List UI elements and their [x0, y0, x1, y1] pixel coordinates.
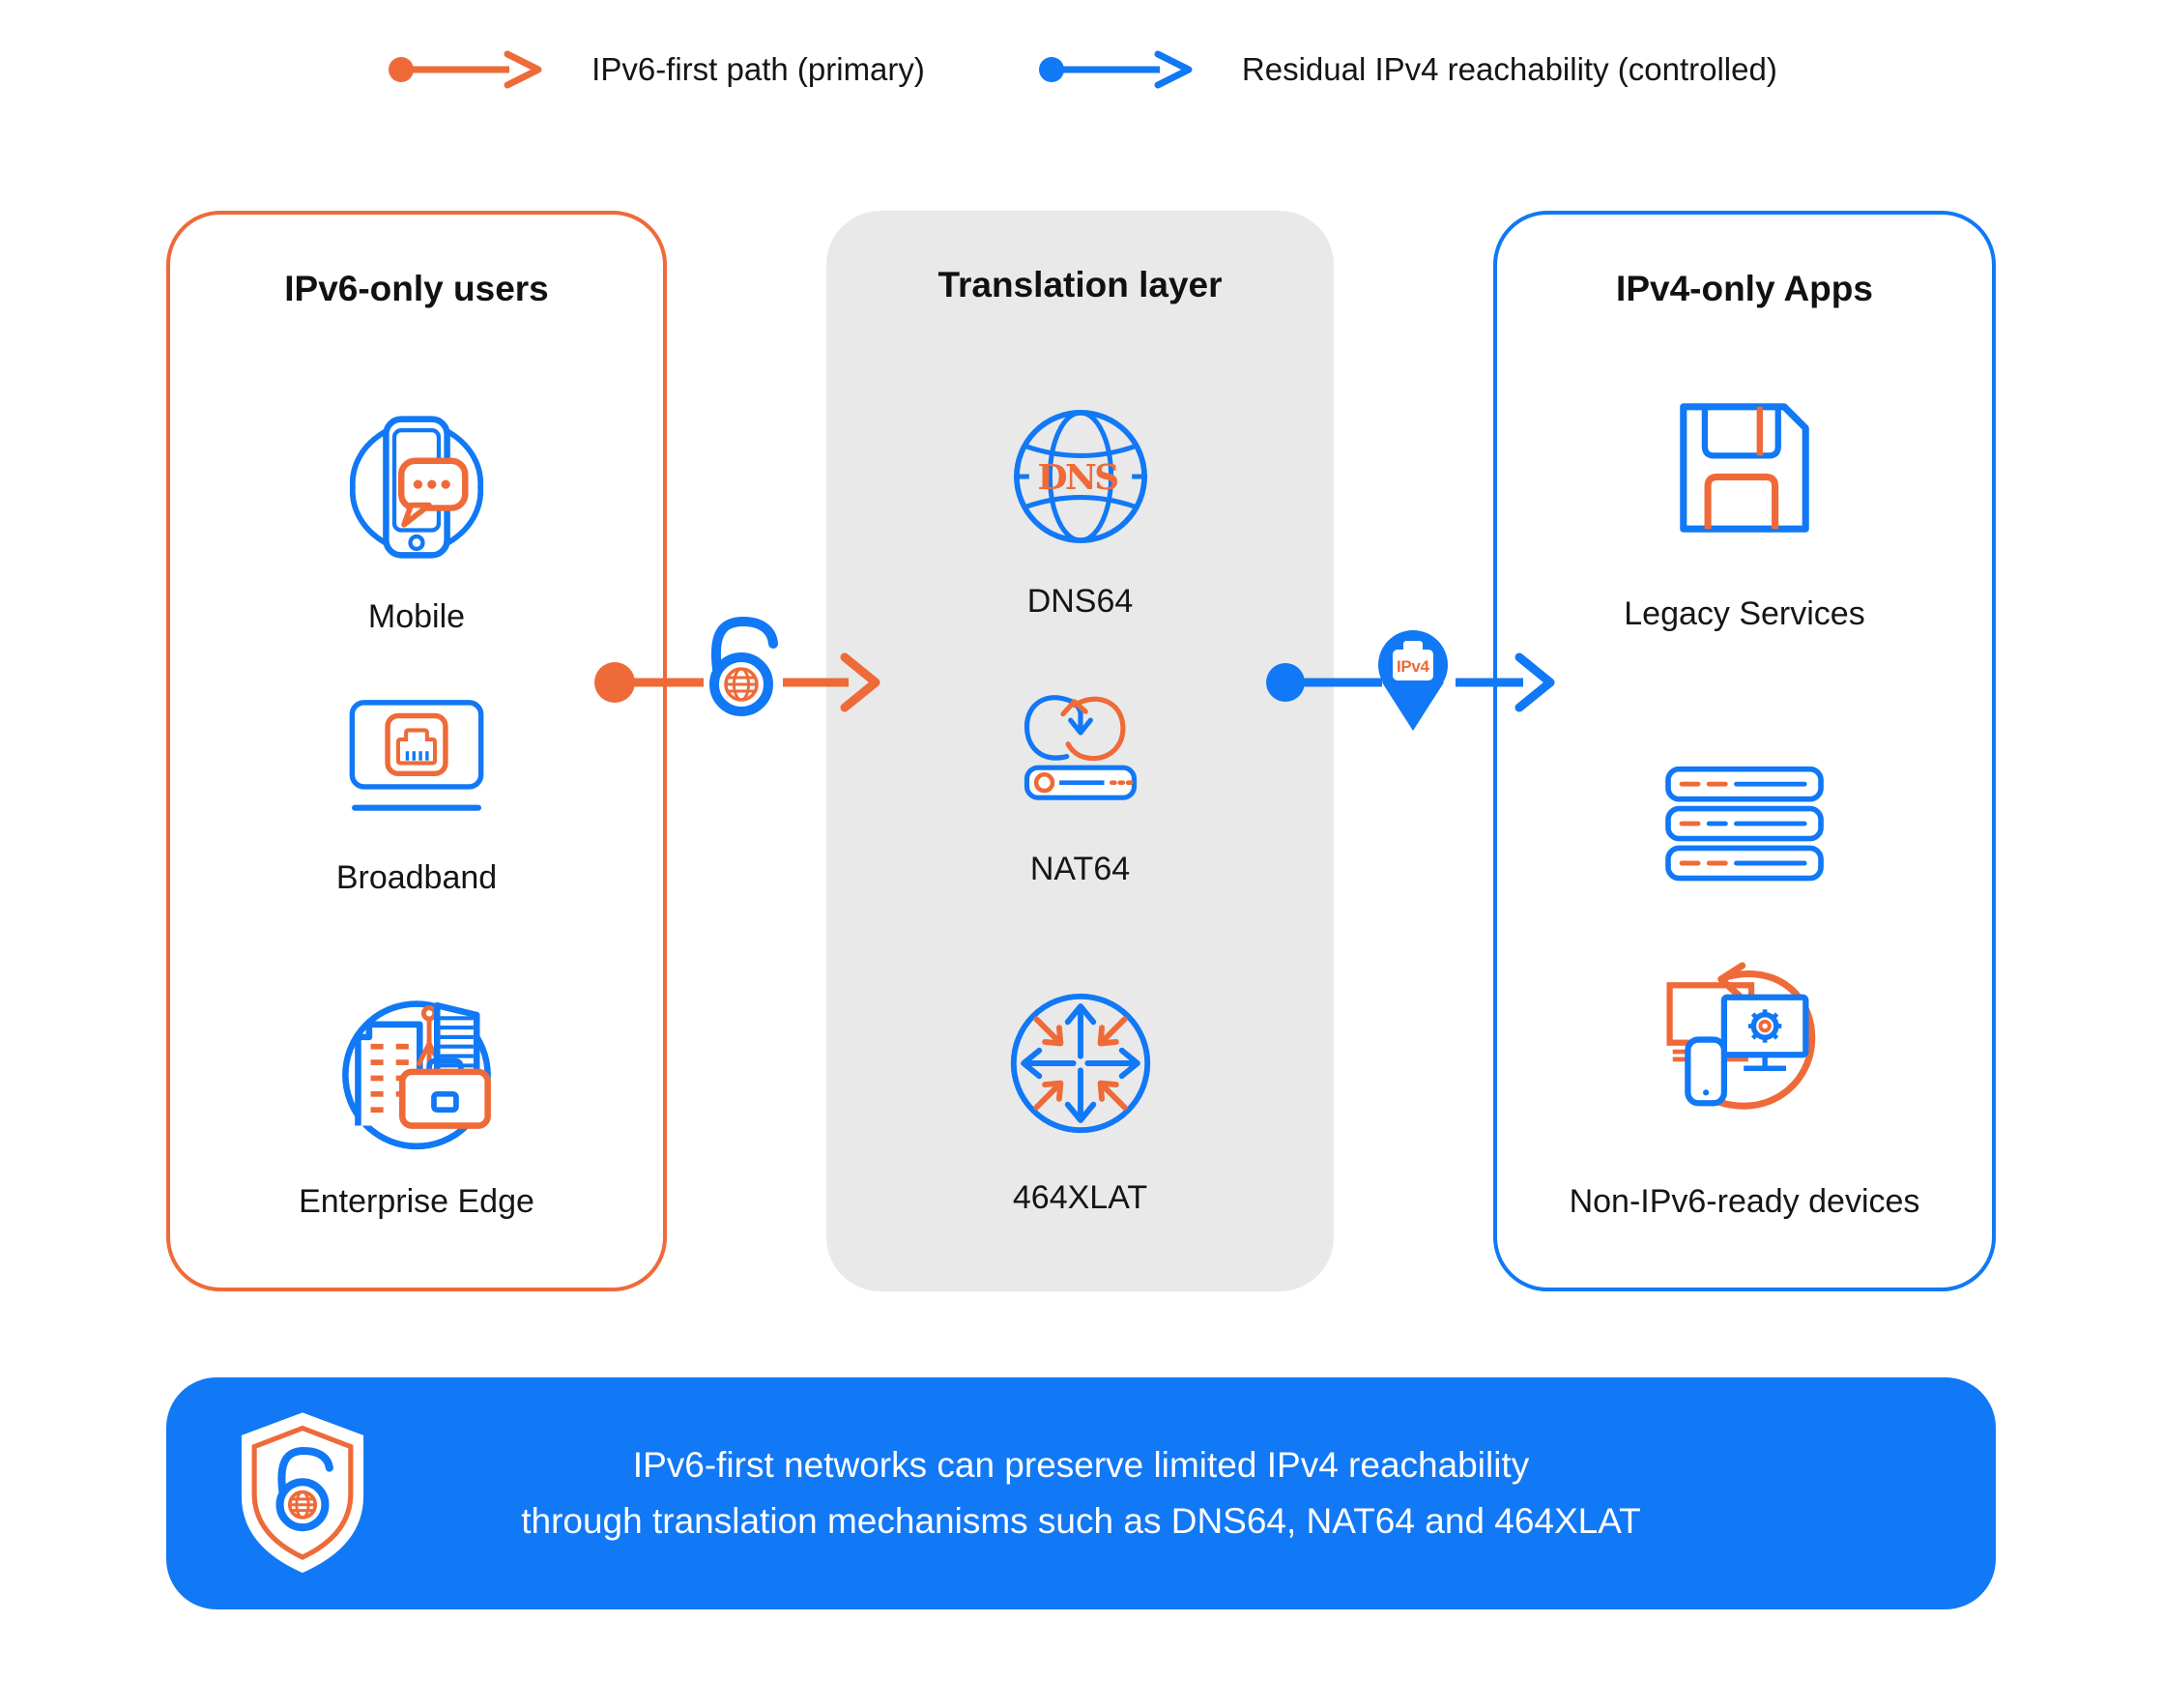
item-label: DNS64	[1026, 583, 1134, 620]
enterprise-buildings-icon	[342, 1000, 491, 1150]
item-label: Legacy Services	[1624, 595, 1865, 632]
pin-text: IPv4	[1397, 657, 1430, 676]
column-title: Translation layer	[937, 265, 1223, 304]
dns-globe-icon: DNS	[1013, 410, 1147, 543]
translation-layer-box: Translation layer DNS DNS64	[826, 211, 1334, 1291]
enterprise-group: Enterprise Edge	[170, 980, 663, 1221]
legend-item-ipv6-path: IPv6-first path (primary)	[386, 48, 925, 91]
column-title: IPv6-only users	[284, 269, 549, 308]
banner-line-2: through translation mechanisms such as D…	[521, 1501, 1641, 1541]
blue-dot-arrow-icon	[1038, 50, 1193, 89]
ipv6-shield-icon	[241, 1412, 364, 1574]
legend-label: IPv6-first path (primary)	[591, 51, 925, 87]
orange-dot-arrow-icon	[389, 50, 542, 89]
banner-text: IPv6-first networks can preserve limited…	[166, 1377, 1996, 1609]
banner-line-1: IPv6-first networks can preserve limited…	[632, 1445, 1530, 1485]
item-label: NAT64	[1029, 851, 1131, 887]
summary-banner: IPv6-first networks can preserve limited…	[166, 1377, 1996, 1609]
item-label: Broadband	[335, 859, 498, 896]
xlat-arrows-icon	[1010, 993, 1150, 1134]
ipv4-location-pin-icon: IPv4	[1378, 630, 1448, 731]
legacy-devices-icon	[1666, 962, 1816, 1110]
server-stack-icon	[1665, 766, 1824, 882]
nat64-sync-router-icon	[1024, 695, 1137, 800]
ipv4-path-connector: IPv4	[1266, 630, 1555, 731]
item-label: 464XLAT	[1012, 1179, 1148, 1216]
legend-item-ipv4-path: Residual IPv4 reachability (controlled)	[1036, 48, 1777, 91]
broadband-group: Broadband	[170, 692, 663, 897]
mobile-group: Mobile	[170, 411, 663, 636]
item-label: Mobile	[367, 598, 466, 635]
item-label: Non-IPv6-ready devices	[1569, 1183, 1920, 1220]
dns64-group: DNS DNS64	[826, 400, 1334, 621]
server-stack-group	[1497, 764, 1992, 886]
dns-globe-text: DNS	[1037, 457, 1123, 498]
legacy-services-group: Legacy Services	[1497, 391, 1992, 633]
floppy-disk-icon	[1680, 403, 1809, 533]
mobile-chat-icon	[349, 416, 484, 559]
xlat-group: 464XLAT	[826, 985, 1334, 1217]
item-label: Enterprise Edge	[299, 1183, 534, 1220]
nat64-group: NAT64	[826, 685, 1334, 888]
column-title: IPv4-only Apps	[1616, 269, 1873, 308]
legend-label: Residual IPv4 reachability (controlled)	[1241, 51, 1777, 87]
broadband-router-icon	[349, 700, 484, 811]
ipv6-only-users-box: IPv6-only users Mobile	[166, 211, 667, 1291]
ipv4-only-apps-box: IPv4-only Apps Legacy Services	[1493, 211, 1996, 1291]
legend: IPv6-first path (primary) Residual IPv4 …	[0, 48, 2163, 91]
ipv6-unlocked-globe-icon	[709, 617, 778, 716]
non-ipv6-devices-group: Non-IPv6-ready devices	[1497, 955, 1992, 1221]
ipv6-path-connector	[594, 617, 880, 716]
